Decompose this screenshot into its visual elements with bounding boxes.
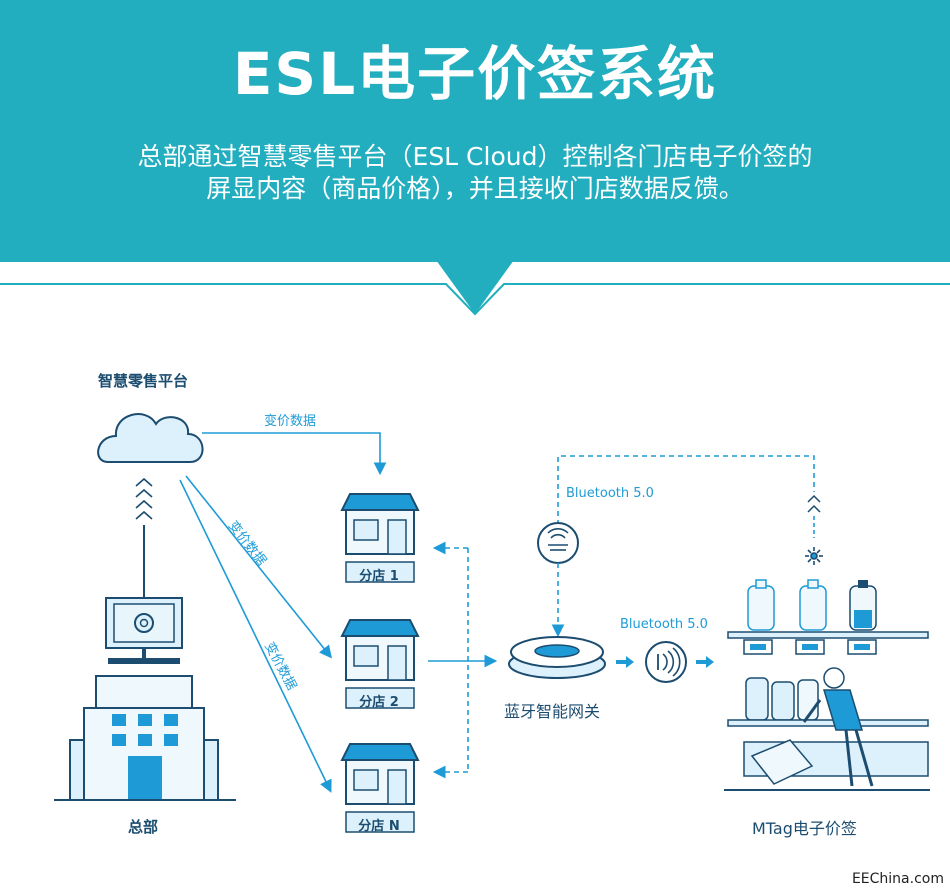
price-data-label-top: 变价数据 — [264, 414, 317, 429]
page-title: ESL电子价签系统 — [232, 40, 718, 108]
retail-shelf-scene — [724, 579, 930, 791]
headquarters-building-icon — [54, 675, 236, 801]
price-data-arrow-store1 — [202, 432, 387, 476]
mtag-label: MTag电子价签 — [752, 819, 857, 838]
platform-label: 智慧零售平台 — [98, 372, 189, 390]
store-1-label: 分店 1 — [359, 569, 399, 584]
wireless-signal-icon — [537, 522, 579, 564]
banner-divider-line — [0, 283, 950, 316]
nfc-signal-icon — [645, 641, 687, 683]
hq-label: 总部 — [128, 818, 159, 836]
banner-notch — [436, 260, 514, 314]
store-1-icon — [340, 493, 420, 583]
store-2-icon — [340, 619, 420, 709]
gateway-label: 蓝牙智能网关 — [504, 702, 601, 721]
gateway-to-mtag-arrows — [616, 656, 714, 668]
cloud-icon — [97, 413, 204, 463]
price-data-arrow-store2 — [185, 475, 332, 659]
store-n-icon — [340, 743, 420, 833]
bluetooth-gateway-icon — [508, 636, 606, 679]
bluetooth-label-top: Bluetooth 5.0 — [566, 486, 654, 501]
bluetooth-feedback-loop — [557, 455, 815, 525]
feedback-chevrons-icon — [807, 494, 821, 513]
bluetooth-label-mid: Bluetooth 5.0 — [620, 617, 708, 632]
monitor-gear-icon — [105, 597, 183, 664]
sparkle-icon — [805, 547, 823, 565]
subtitle-line-1: 总部通过智慧零售平台（ESL Cloud）控制各门店电子价签的 — [137, 142, 813, 171]
subtitle-line-2: 屏显内容（商品价格），并且接收门店数据反馈。 — [206, 174, 744, 203]
store-n-label: 分店 N — [358, 819, 400, 834]
upload-chevrons-icon — [135, 477, 153, 520]
store-2-label: 分店 2 — [359, 695, 399, 710]
watermark: EEChina.com — [851, 871, 944, 887]
header-banner: ESL电子价签系统 总部通过智慧零售平台（ESL Cloud）控制各门店电子价签… — [0, 0, 950, 262]
price-data-arrow-storeN — [179, 479, 332, 793]
